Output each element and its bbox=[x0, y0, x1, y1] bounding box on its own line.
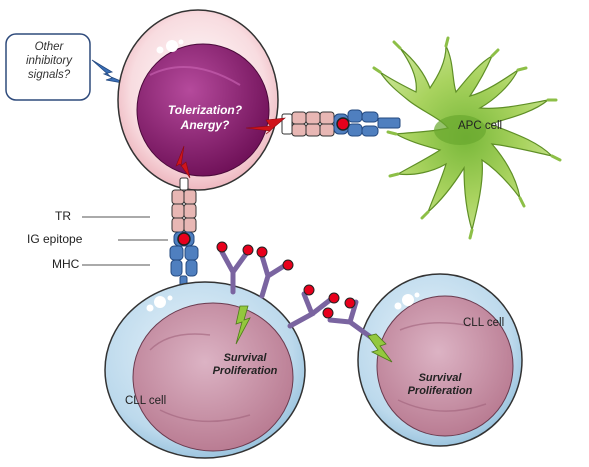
ig-epitope-label: IG epitope bbox=[27, 232, 83, 246]
callout-line: Other bbox=[34, 41, 64, 53]
signal-line: Proliferation bbox=[212, 365, 278, 377]
ig-epitope-dot bbox=[336, 117, 350, 131]
t-cell-line: Tolerization? bbox=[167, 103, 243, 117]
bcr-receptor bbox=[259, 253, 287, 299]
green-lightning-bolt-icon bbox=[235, 305, 251, 345]
tr-mhc-complex-vertical bbox=[169, 177, 199, 295]
ig-epitope-dot bbox=[177, 232, 191, 246]
green-lightning-bolt-icon bbox=[367, 333, 393, 363]
cll-right-label: CLL cell bbox=[463, 317, 505, 329]
tr-mhc-complex-horizontal bbox=[281, 109, 401, 137]
cll-left-label: CLL cell bbox=[125, 395, 167, 407]
ig-epitope-dot bbox=[282, 259, 294, 271]
ig-epitope-dot bbox=[344, 297, 356, 309]
callout-line: inhibitory bbox=[25, 55, 73, 67]
red-lightning-bolt-icon bbox=[175, 145, 191, 179]
mhc-label: MHC bbox=[52, 257, 80, 271]
bcr-receptor bbox=[287, 291, 333, 329]
apc-cell bbox=[372, 36, 562, 240]
tr-label: TR bbox=[55, 209, 71, 223]
signal-line: Survival bbox=[223, 352, 267, 364]
cll-cell-right bbox=[357, 273, 523, 447]
callout-text: Other inhibitory signals? bbox=[10, 40, 88, 82]
ig-epitope-dot bbox=[303, 284, 315, 296]
cll-left-signal-text: Survival Proliferation bbox=[200, 352, 290, 378]
ig-epitope-dot bbox=[242, 244, 254, 256]
ig-epitope-dot bbox=[216, 241, 228, 253]
t-cell bbox=[117, 9, 279, 191]
callout-line: signals? bbox=[27, 69, 71, 81]
t-cell-status-text: Tolerization? Anergy? bbox=[150, 103, 260, 133]
ig-epitope-dot bbox=[328, 292, 340, 304]
apc-cell-label: APC cell bbox=[458, 120, 503, 132]
bcr-receptor bbox=[327, 299, 375, 341]
callout-bubble bbox=[5, 33, 91, 101]
cll-right-signal-text: Survival Proliferation bbox=[395, 372, 485, 398]
ig-epitope-dot bbox=[256, 246, 268, 258]
signal-line: Proliferation bbox=[407, 385, 473, 397]
bcr-receptor bbox=[219, 249, 249, 295]
cll-cell-left bbox=[104, 281, 306, 459]
signal-line: Survival bbox=[418, 372, 462, 384]
t-cell-line: Anergy? bbox=[180, 118, 230, 132]
red-lightning-bolt-icon bbox=[245, 117, 286, 135]
ig-epitope-dot bbox=[322, 307, 334, 319]
